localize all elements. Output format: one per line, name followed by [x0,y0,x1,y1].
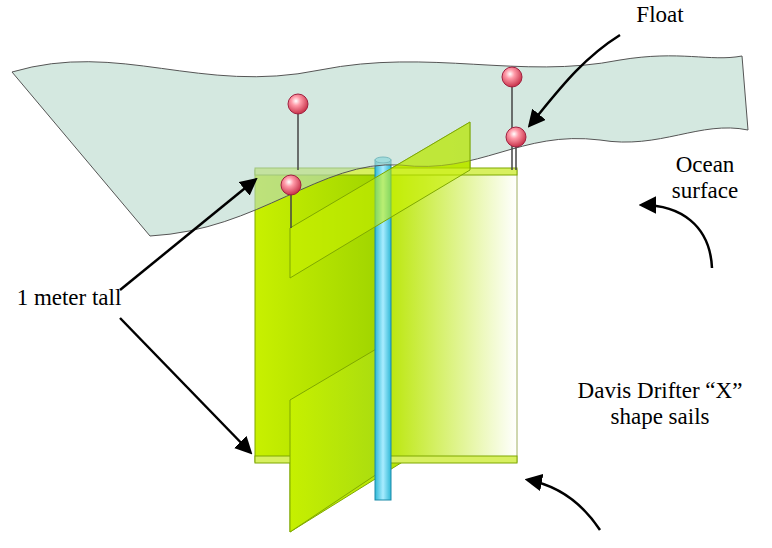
float-stems [291,86,516,228]
dimension-label: 1 meter tall [4,285,134,311]
floats [281,67,526,195]
diagonal-sail-front [290,345,383,532]
front-sail-right [383,170,517,462]
leader-arrows [120,35,712,530]
diagonal-sail-top [290,122,470,278]
callout-label: Float [610,2,710,28]
callout-label: Davis Drifter “X” shape sails [560,378,760,431]
callout-label: Ocean surface [655,152,755,205]
